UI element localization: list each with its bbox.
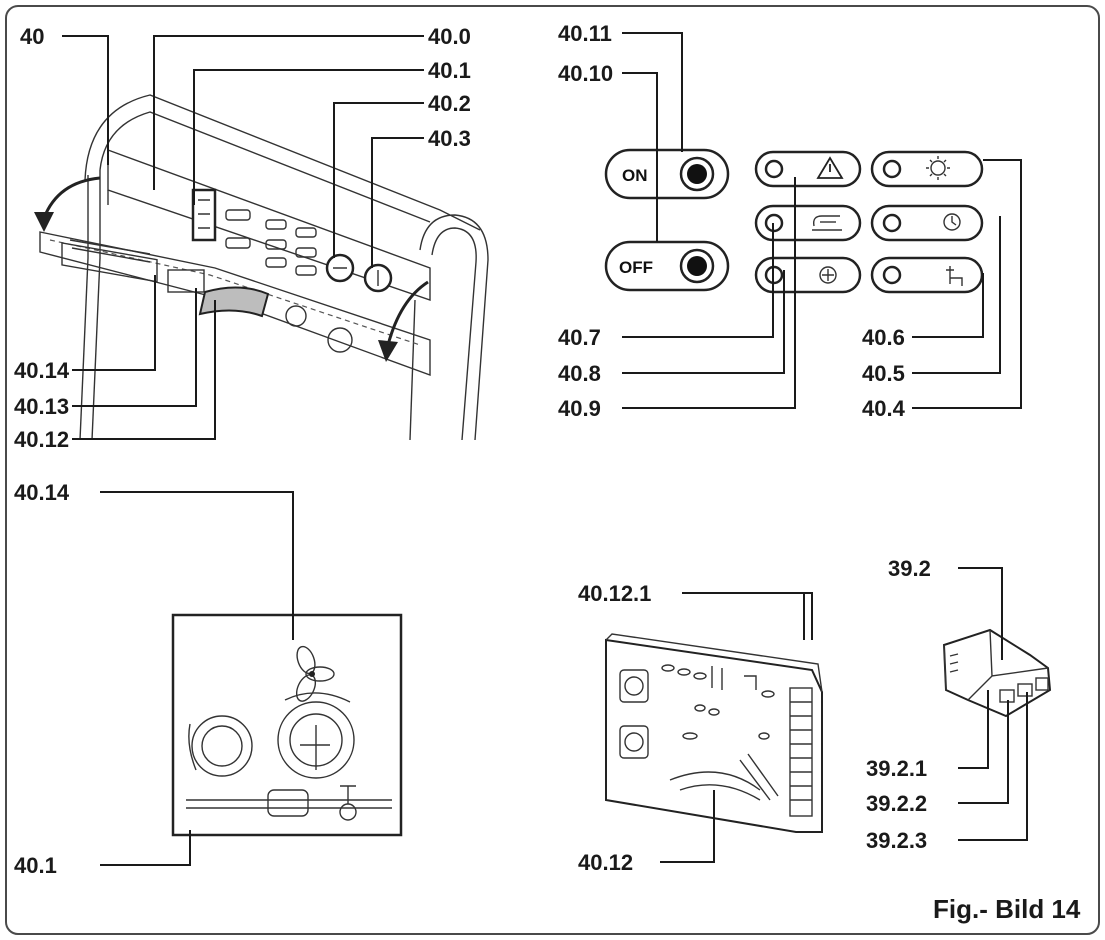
heating-water-icon — [812, 215, 842, 231]
circuit-board-illustration — [605, 633, 823, 833]
label-40-12-bottom: 40.12 — [578, 850, 633, 875]
label-39-2: 39.2 — [888, 556, 931, 581]
label-40-14-top: 40.14 — [14, 358, 70, 383]
leaders-top-right — [622, 32, 1022, 409]
label-40-12-1: 40.12.1 — [578, 581, 651, 606]
indicator-warning — [754, 150, 862, 188]
indicator-sun — [870, 150, 984, 188]
label-40-6: 40.6 — [862, 325, 905, 350]
label-40-14-bottom: 40.14 — [14, 480, 70, 505]
control-panel-illustration: ON OFF — [604, 148, 984, 294]
figure-frame — [5, 5, 1100, 935]
label-39-2-2: 39.2.2 — [866, 791, 927, 816]
labels-bottom-right: 39.2 39.2.1 39.2.2 39.2.3 — [866, 556, 931, 853]
label-40-12-top: 40.12 — [14, 427, 69, 452]
fan-icon — [819, 266, 837, 284]
pressure-gauge-detail — [171, 613, 403, 837]
label-40: 40 — [20, 24, 44, 49]
label-40-9: 40.9 — [558, 396, 601, 421]
label-40-2: 40.2 — [428, 91, 471, 116]
indicator-fan — [754, 256, 862, 294]
leaders-bottom-center — [660, 592, 813, 863]
connector-module-illustration — [942, 628, 1052, 718]
fan-icon-detail — [295, 645, 335, 702]
label-40-13: 40.13 — [14, 394, 69, 419]
sun-icon — [926, 156, 950, 180]
leaders-top-left — [62, 35, 424, 440]
label-40-8: 40.8 — [558, 361, 601, 386]
label-40-5: 40.5 — [862, 361, 905, 386]
indicator-clock — [870, 204, 984, 242]
labels-top-right: 40.11 40.10 40.7 40.8 40.9 40.6 40.5 40.… — [558, 21, 906, 421]
off-button-label: OFF — [619, 258, 653, 277]
indicator-tap — [870, 256, 984, 294]
label-40-0: 40.0 — [428, 24, 471, 49]
boiler-front-illustration — [34, 94, 489, 441]
label-40-1-bottom: 40.1 — [14, 853, 57, 878]
figure-caption: Fig.- Bild 14 — [933, 894, 1081, 924]
indicator-heating-water — [754, 204, 862, 242]
label-40-11: 40.11 — [558, 21, 612, 46]
label-40-10: 40.10 — [558, 61, 613, 86]
leaders-bottom-right — [958, 567, 1028, 841]
label-40-3: 40.3 — [428, 126, 471, 151]
label-40-4: 40.4 — [862, 396, 906, 421]
labels-bottom-left: 40.14 40.1 — [14, 480, 70, 878]
labels-bottom-center: 40.12.1 40.12 — [578, 581, 651, 875]
leaders-bottom-left — [100, 491, 294, 866]
clock-icon — [943, 213, 961, 231]
labels-top-left: 40 40.0 40.1 40.2 40.3 40.14 40.13 40.12 — [14, 24, 471, 452]
on-button-label: ON — [622, 166, 648, 185]
label-39-2-1: 39.2.1 — [866, 756, 927, 781]
label-40-7: 40.7 — [558, 325, 601, 350]
tap-icon — [946, 266, 963, 286]
warning-triangle-icon — [816, 156, 844, 179]
label-40-1: 40.1 — [428, 58, 471, 83]
label-39-2-3: 39.2.3 — [866, 828, 927, 853]
